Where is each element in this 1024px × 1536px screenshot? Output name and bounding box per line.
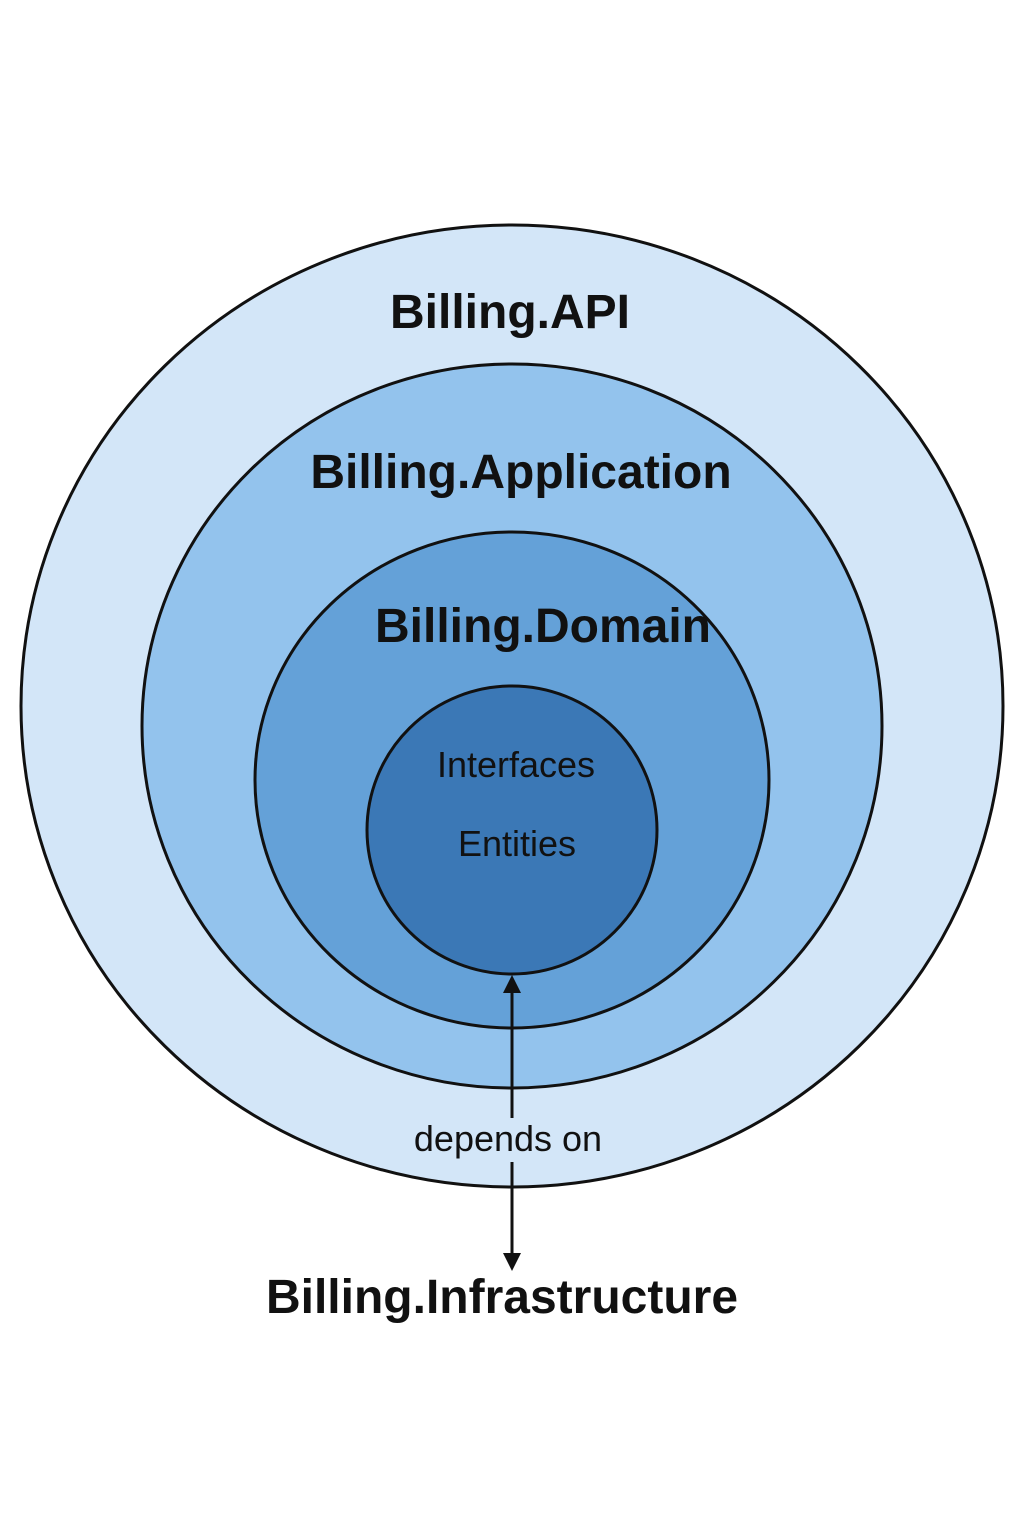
application-layer-label: Billing.Application: [310, 446, 731, 499]
infrastructure-label: Billing.Infrastructure: [266, 1271, 738, 1324]
core-item-interfaces: Interfaces: [437, 744, 595, 785]
core-item-entities: Entities: [458, 823, 576, 864]
api-layer-label: Billing.API: [390, 286, 630, 339]
core-circle: [365, 684, 659, 976]
dependency-label: depends on: [414, 1118, 602, 1159]
domain-layer-label: Billing.Domain: [375, 600, 711, 653]
